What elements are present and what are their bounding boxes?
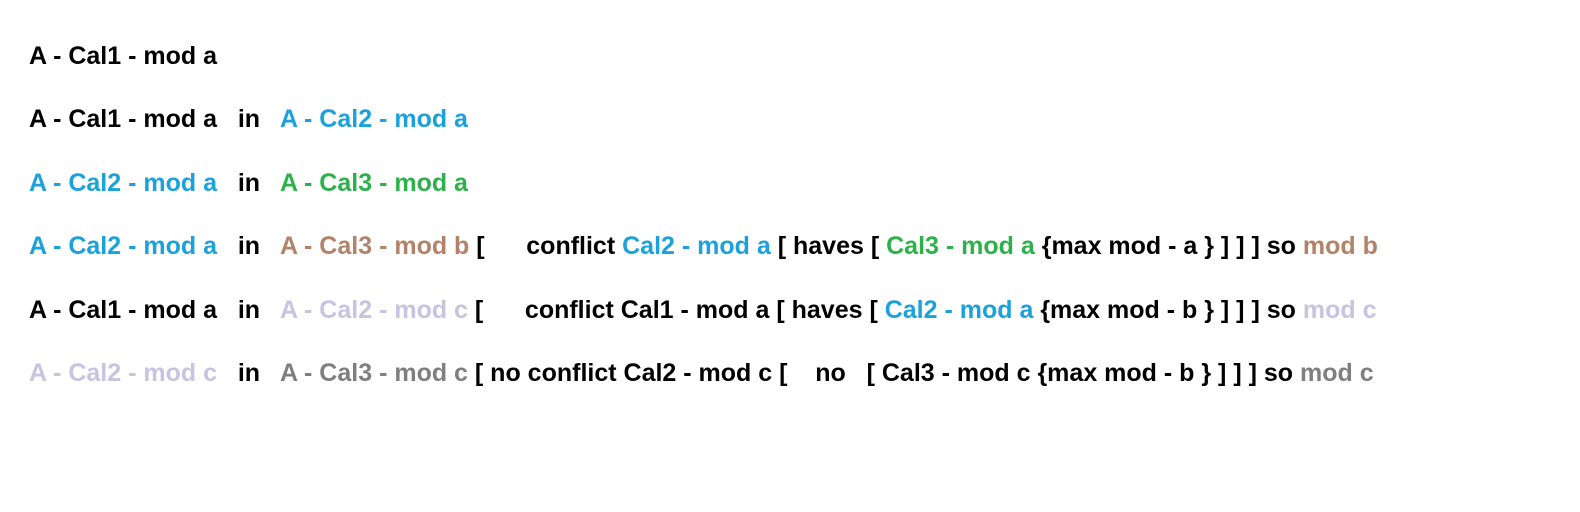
text-segment: mod c: [1302, 295, 1377, 324]
text-segment: A - Cal3 - mod b: [279, 232, 470, 261]
text-segment: A - Cal2 - mod a: [29, 168, 217, 197]
text-segment: in: [217, 358, 280, 387]
statement-line-2: A - Cal1 - mod a in A - Cal2 - mod a: [29, 88, 1569, 151]
text-segment: in: [217, 295, 280, 324]
text-segment: A - Cal1 - mod a: [29, 105, 217, 134]
text-segment: {max mod - b } ] ] ] so: [1033, 295, 1303, 324]
statement-line-5: A - Cal1 - mod a in A - Cal2 - mod c [ c…: [29, 279, 1569, 342]
text-segment: {max mod - a } ] ] ] so: [1034, 232, 1303, 261]
text-segment: mod c: [1299, 358, 1374, 387]
statement-line-4: A - Cal2 - mod a in A - Cal3 - mod b [ c…: [29, 215, 1569, 278]
text-segment: Cal2 - mod a: [884, 295, 1034, 324]
text-segment: in: [217, 105, 280, 134]
statement-line-6: A - Cal2 - mod c in A - Cal3 - mod c [ n…: [29, 342, 1569, 405]
text-segment: A - Cal3 - mod a: [279, 168, 468, 197]
text-segment: A - Cal2 - mod c: [29, 358, 217, 387]
text-segment: mod b: [1302, 232, 1378, 261]
text-segment: [ conflict: [469, 232, 623, 261]
text-segment: A - Cal2 - mod a: [279, 105, 468, 134]
text-segment: Cal3 - mod a: [886, 232, 1035, 261]
statement-line-1: A - Cal1 - mod a: [29, 25, 1569, 88]
text-segment: A - Cal2 - mod a: [29, 232, 217, 261]
text-segment: in: [217, 232, 280, 261]
text-segment: A - Cal1 - mod a: [29, 295, 217, 324]
text-segment: in: [217, 168, 280, 197]
statement-line-3: A - Cal2 - mod a in A - Cal3 - mod a: [29, 152, 1569, 215]
text-segment: [ conflict Cal1 - mod a [ haves [: [467, 295, 885, 324]
text-segment: A - Cal3 - mod c: [279, 358, 468, 387]
text-segment: A - Cal2 - mod c: [279, 295, 468, 324]
text-segment: Cal2 - mod a: [622, 232, 771, 261]
text-segment: [ haves [: [770, 232, 887, 261]
text-segment: [ no conflict Cal2 - mod c [ no [ Cal3 -…: [467, 358, 1300, 387]
text-segment: A - Cal1 - mod a: [29, 42, 217, 70]
